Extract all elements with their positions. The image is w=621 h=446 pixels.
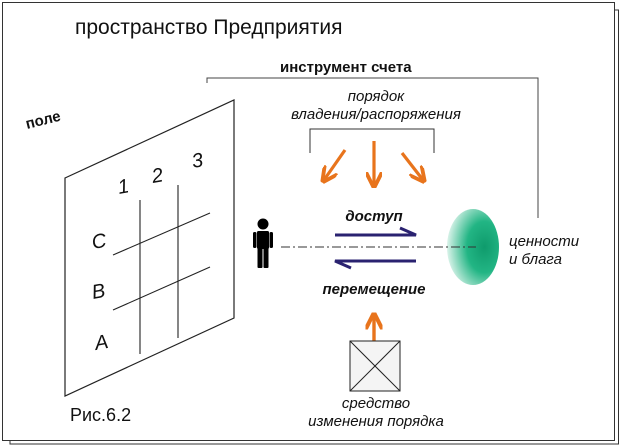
means-box xyxy=(349,340,401,392)
access-label: доступ xyxy=(345,208,402,225)
values-label-line1: ценности xyxy=(509,233,580,250)
order-arrow-right xyxy=(400,152,423,180)
movement-arrow xyxy=(334,259,416,270)
access-arrow xyxy=(335,226,417,237)
field-label: поле xyxy=(24,108,63,133)
grid-line-h2 xyxy=(112,266,211,311)
means-label-line1: средство xyxy=(342,395,410,412)
means-label-line2: изменения порядка xyxy=(308,413,444,430)
person-icon xyxy=(253,218,273,268)
page-frame-shadow xyxy=(9,9,619,445)
grid-line-h1 xyxy=(112,212,211,256)
grid-row-c: C xyxy=(90,230,109,254)
order-arrow-left xyxy=(324,149,347,180)
movement-label: перемещение xyxy=(322,281,425,298)
grid-column-3: 3 xyxy=(190,149,205,173)
instrument-label: инструмент счета xyxy=(280,59,412,76)
order-bracket xyxy=(309,128,435,153)
order-label-line1: порядок xyxy=(348,88,405,105)
grid-column-1: 1 xyxy=(116,175,131,199)
page-frame xyxy=(2,2,615,441)
field-panel xyxy=(64,99,235,397)
figure-caption: Рис.6.2 xyxy=(70,405,131,425)
diagram-title: пространство Предприятия xyxy=(75,16,342,39)
order-label-line2: владения/распоряжения xyxy=(291,106,461,123)
grid-row-a: A xyxy=(92,331,110,355)
grid-row-b: B xyxy=(90,280,107,304)
instrument-bracket-line xyxy=(206,77,539,218)
values-label-line2: и блага xyxy=(509,251,562,268)
grid-column-2: 2 xyxy=(149,164,165,188)
